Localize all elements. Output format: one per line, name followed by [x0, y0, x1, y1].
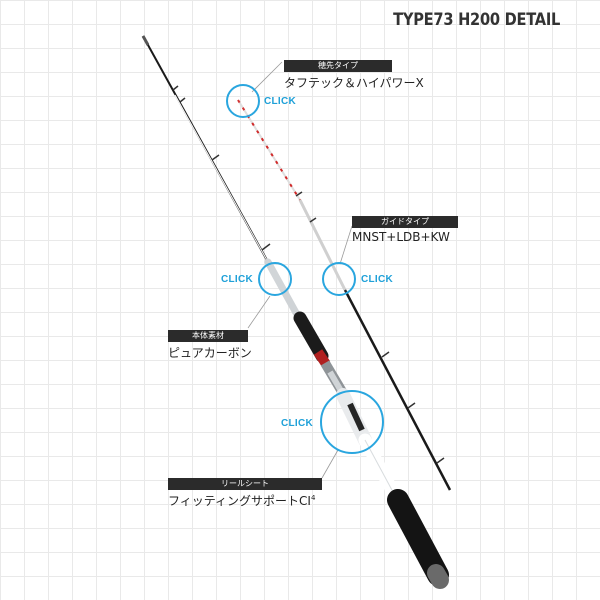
tip-click-label[interactable]: CLICK: [264, 96, 297, 107]
tip-detail-hotspot[interactable]: [226, 84, 260, 118]
spec-body-material: 本体素材 ピュアカーボン: [168, 330, 252, 361]
reel-seat-detail-hotspot[interactable]: [320, 390, 384, 454]
spec-body-material-value: ピュアカーボン: [168, 346, 252, 360]
rod-guides: [172, 85, 271, 251]
spec-guide-type: ガイドタイプ MNST+LDB+KW: [352, 216, 458, 244]
guide-detail-hotspot[interactable]: [322, 262, 356, 296]
spec-body-material-label: 本体素材: [168, 330, 248, 342]
callout-lines: [247, 61, 353, 479]
spec-tip-type: 穂先タイプ タフテック＆ハイパワーX: [284, 60, 424, 91]
guide-click-label[interactable]: CLICK: [361, 274, 394, 285]
spec-tip-type-label: 穂先タイプ: [284, 60, 392, 72]
body-detail-hotspot[interactable]: [258, 262, 292, 296]
reel-seat-click-label[interactable]: CLICK: [281, 418, 314, 429]
spec-reel-seat: リールシート フィッティングサポートCI4: [168, 478, 322, 509]
spec-guide-type-label: ガイドタイプ: [352, 216, 458, 228]
body-click-label[interactable]: CLICK: [221, 274, 254, 285]
spec-reel-seat-text: フィッティングサポートCI: [168, 494, 311, 508]
spec-tip-type-value: タフテック＆ハイパワーX: [284, 76, 424, 90]
spec-reel-seat-superscript: 4: [310, 494, 316, 502]
spec-guide-type-value: MNST+LDB+KW: [352, 230, 450, 244]
spec-reel-seat-value: フィッティングサポートCI4: [168, 492, 322, 509]
rod-left-tip: [141, 35, 271, 263]
spec-reel-seat-label: リールシート: [168, 478, 322, 490]
page-title: TYPE73 H200 DETAIL: [393, 10, 560, 30]
